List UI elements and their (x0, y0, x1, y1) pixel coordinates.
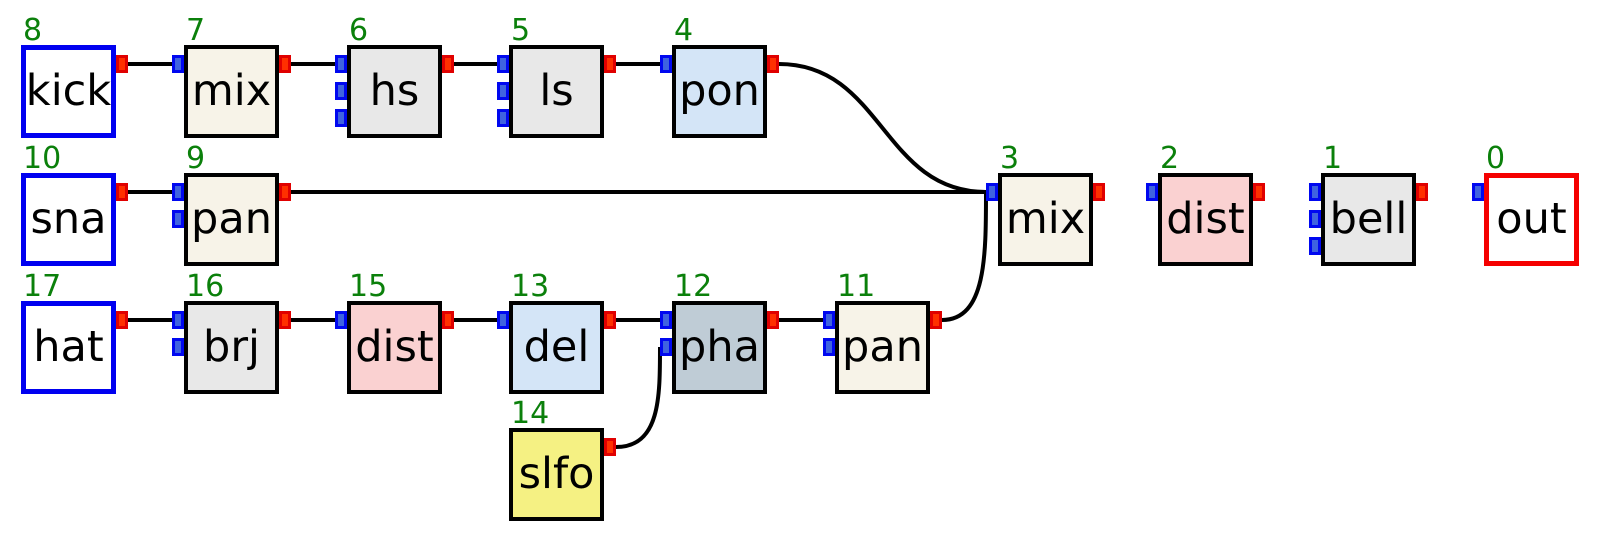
input-port-0 (660, 311, 672, 329)
node-kick-8[interactable]: kick (21, 45, 128, 138)
input-port-0 (1309, 183, 1321, 201)
node-id-label: 16 (186, 269, 225, 304)
input-port-1 (1309, 210, 1321, 228)
node-slfo-14[interactable]: slfo (509, 428, 616, 521)
node-id-label: 1 (1323, 141, 1343, 176)
output-port (442, 55, 454, 73)
node-id-label: 4 (674, 13, 694, 48)
node-label: sna (30, 194, 107, 244)
node-label: pon (679, 66, 760, 116)
output-port (279, 55, 291, 73)
input-port-0 (660, 55, 672, 73)
node-label: hs (369, 66, 420, 116)
node-id-label: 14 (511, 396, 550, 431)
node-pan-9[interactable]: pan (172, 173, 291, 266)
node-label: dist (355, 322, 434, 372)
input-port-0 (1472, 183, 1484, 201)
input-port-0 (497, 55, 509, 73)
input-port-0 (335, 55, 347, 73)
node-id-label: 7 (186, 13, 206, 48)
input-port-2 (497, 109, 509, 127)
output-port (116, 311, 128, 329)
node-mix-3[interactable]: mix (986, 173, 1105, 266)
node-sna-10[interactable]: sna (21, 173, 128, 266)
node-bell-1[interactable]: bell (1309, 173, 1428, 266)
node-id-label: 6 (349, 13, 369, 48)
input-port-0 (172, 311, 184, 329)
input-port-0 (823, 311, 835, 329)
output-port (767, 311, 779, 329)
node-label: mix (191, 66, 272, 116)
node-id-label: 17 (23, 269, 62, 304)
input-port-0 (497, 311, 509, 329)
node-pan-11[interactable]: pan (823, 301, 942, 394)
node-id-label: 12 (674, 269, 713, 304)
node-id-label: 10 (23, 141, 62, 176)
output-port (1416, 183, 1428, 201)
output-port (279, 311, 291, 329)
output-port (604, 311, 616, 329)
node-id-label: 11 (837, 269, 876, 304)
node-label: pan (191, 194, 272, 244)
node-label: mix (1005, 194, 1086, 244)
node-id-label: 8 (23, 13, 43, 48)
output-port (930, 311, 942, 329)
input-port-0 (986, 183, 998, 201)
node-label: ls (539, 66, 574, 116)
wire-pon4-to-mix3 (778, 62, 987, 194)
output-port (604, 438, 616, 456)
wire-pan11-to-mix3 (941, 191, 988, 322)
node-del-13[interactable]: del (497, 301, 616, 394)
node-label: pan (842, 322, 923, 372)
node-hs-6[interactable]: hs (335, 45, 454, 138)
node-dist-2[interactable]: dist (1146, 173, 1265, 266)
output-port (442, 311, 454, 329)
node-label: bell (1329, 194, 1408, 244)
input-port-1 (660, 338, 672, 356)
node-id-label: 3 (1000, 141, 1020, 176)
input-port-1 (172, 338, 184, 356)
input-port-2 (1309, 237, 1321, 255)
node-label: pha (679, 322, 760, 372)
node-ls-5[interactable]: ls (497, 45, 616, 138)
input-port-1 (335, 82, 347, 100)
node-mix-7[interactable]: mix (172, 45, 291, 138)
node-id-label: 9 (186, 141, 206, 176)
input-port-1 (172, 210, 184, 228)
node-label: slfo (518, 449, 595, 499)
input-port-2 (335, 109, 347, 127)
node-label: brj (203, 322, 260, 372)
node-hat-17[interactable]: hat (21, 301, 128, 394)
node-brj-16[interactable]: brj (172, 301, 291, 394)
output-port (604, 55, 616, 73)
node-dist-15[interactable]: dist (335, 301, 454, 394)
input-port-0 (1146, 183, 1158, 201)
input-port-1 (497, 82, 509, 100)
input-port-1 (823, 338, 835, 356)
node-label: hat (33, 322, 104, 372)
node-pha-12[interactable]: pha (660, 301, 779, 394)
node-label: kick (25, 66, 112, 116)
input-port-0 (172, 183, 184, 201)
node-id-label: 2 (1160, 141, 1180, 176)
node-id-label: 5 (511, 13, 531, 48)
node-id-label: 0 (1486, 141, 1506, 176)
output-port (767, 55, 779, 73)
node-label: out (1496, 194, 1567, 244)
node-pon-4[interactable]: pon (660, 45, 779, 138)
input-port-0 (335, 311, 347, 329)
output-port (279, 183, 291, 201)
node-label: del (523, 322, 590, 372)
wire-slfo14-to-pha12 (615, 346, 662, 449)
node-out-0[interactable]: out (1472, 173, 1579, 266)
node-label: dist (1166, 194, 1245, 244)
output-port (116, 183, 128, 201)
node-id-label: 13 (511, 269, 550, 304)
output-port (1253, 183, 1265, 201)
node-id-label: 15 (349, 269, 388, 304)
input-port-0 (172, 55, 184, 73)
output-port (116, 55, 128, 73)
output-port (1093, 183, 1105, 201)
